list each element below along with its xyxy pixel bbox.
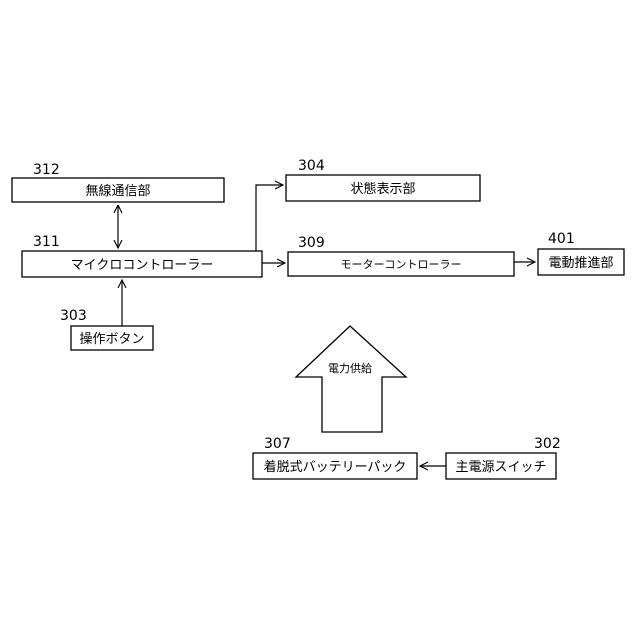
motor-controller-label: モーターコントローラー (341, 258, 462, 271)
micro-to-status-connector (256, 185, 283, 251)
propulsion-label: 電動推進部 (548, 256, 613, 271)
status-display-label: 状態表示部 (350, 181, 415, 197)
battery-pack-ref: 307 (264, 436, 291, 452)
main-switch-ref: 302 (534, 436, 561, 452)
motor-controller-ref: 309 (298, 235, 325, 251)
wireless-ref: 312 (33, 162, 60, 178)
battery-pack-label: 着脱式バッテリーパック (264, 459, 407, 475)
microcontroller-label: マイクロコントローラー (71, 258, 214, 273)
power-supply-arrow (296, 326, 406, 432)
main-switch-label: 主電源スイッチ (455, 460, 546, 475)
wireless-label: 無線通信部 (85, 183, 150, 199)
operation-button-label: 操作ボタン (79, 331, 144, 347)
operation-button-ref: 303 (60, 308, 87, 324)
status-display-ref: 304 (298, 158, 325, 174)
microcontroller-ref: 311 (33, 234, 60, 250)
propulsion-ref: 401 (548, 231, 575, 247)
power-supply-label: 電力供給 (328, 361, 372, 375)
